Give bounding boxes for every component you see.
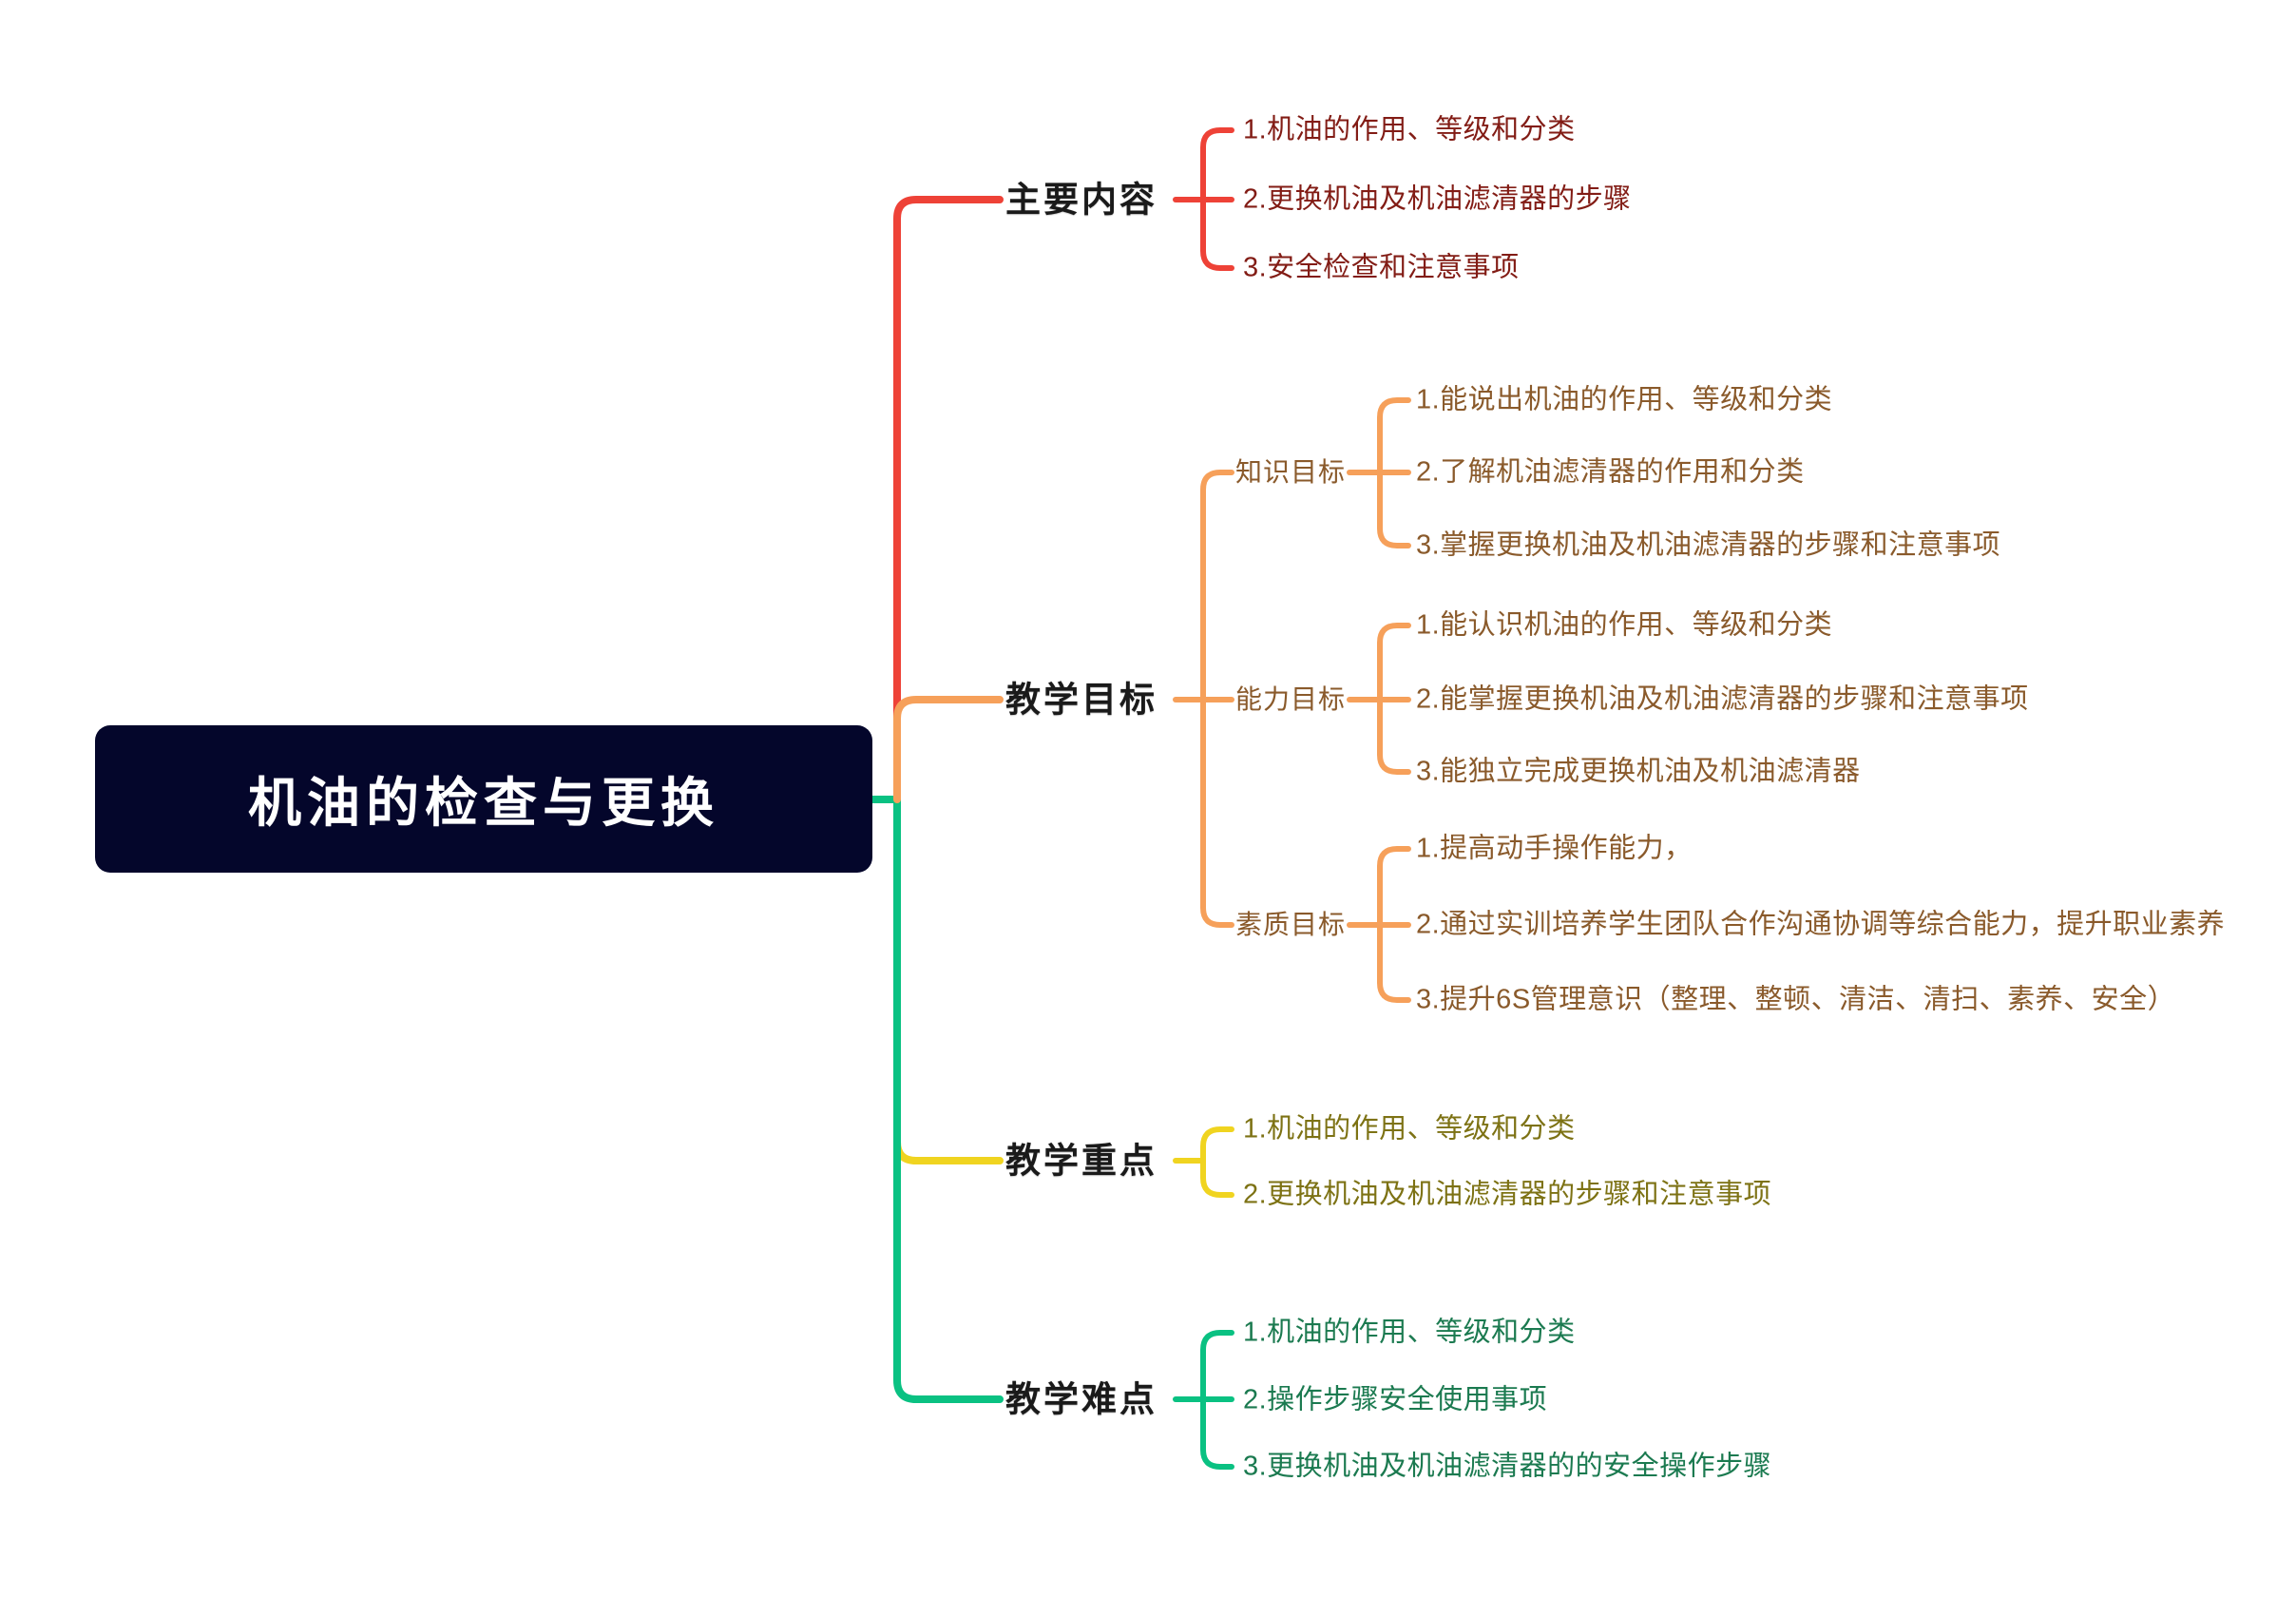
main-content-item-2[interactable]: 2.更换机油及机油滤清器的步骤 [1243,183,1632,215]
difficulty-item-2[interactable]: 2.操作步骤安全使用事项 [1243,1384,1548,1415]
branch-line-main-content [893,196,1004,803]
branch-label-main-content[interactable]: 主要内容 [1005,180,1158,220]
difficulty-item-3[interactable]: 3.更换机油及机油滤清器的的安全操作步骤 [1243,1451,1772,1482]
quality-item-1[interactable]: 1.提高动手操作能力， [1416,833,1693,864]
branch-line-teaching-difficulty [869,796,1004,1403]
focus-item-1[interactable]: 1.机油的作用、等级和分类 [1243,1113,1576,1145]
branch-label-teaching-objectives[interactable]: 教学目标 [1005,680,1158,720]
ability-item-2[interactable]: 2.能掌握更换机油及机油滤清器的步骤和注意事项 [1416,683,2029,715]
group-label-ability-objectives[interactable]: 能力目标 [1235,684,1347,714]
main-content-item-1[interactable]: 1.机油的作用、等级和分类 [1243,114,1576,145]
focus-bracket [1200,1126,1234,1198]
difficulty-item-1[interactable]: 1.机油的作用、等级和分类 [1243,1317,1576,1348]
ability-item-3[interactable]: 3.能独立完成更换机油及机油滤清器 [1416,756,1861,787]
branch-line-teaching-focus [893,796,1004,1164]
branch-label-teaching-focus[interactable]: 教学重点 [1005,1141,1158,1181]
quality-item-3[interactable]: 3.提升6S管理意识（整理、整顿、清洁、清扫、素养、安全） [1416,984,2176,1015]
main-content-item-3[interactable]: 3.安全检查和注意事项 [1243,252,1520,283]
root-node[interactable]: 机油的检查与更换 [95,725,872,873]
ability-item-1[interactable]: 1.能认识机油的作用、等级和分类 [1416,609,1833,641]
branch-label-teaching-difficulty[interactable]: 教学难点 [1005,1379,1158,1419]
knowledge-item-3[interactable]: 3.掌握更换机油及机油滤清器的步骤和注意事项 [1416,529,2001,561]
group-label-quality-objectives[interactable]: 素质目标 [1235,910,1347,939]
root-title: 机油的检查与更换 [248,773,719,833]
quality-item-2[interactable]: 2.通过实训培养学生团队合作沟通协调等综合能力，提升职业素养 [1416,909,2226,940]
focus-item-2[interactable]: 2.更换机油及机油滤清器的步骤和注意事项 [1243,1179,1772,1210]
knowledge-item-2[interactable]: 2.了解机油滤清器的作用和分类 [1416,456,1805,488]
knowledge-item-1[interactable]: 1.能说出机油的作用、等级和分类 [1416,384,1833,415]
branch-line-teaching-objectives [893,696,1004,803]
group-label-knowledge-objectives[interactable]: 知识目标 [1235,457,1347,487]
